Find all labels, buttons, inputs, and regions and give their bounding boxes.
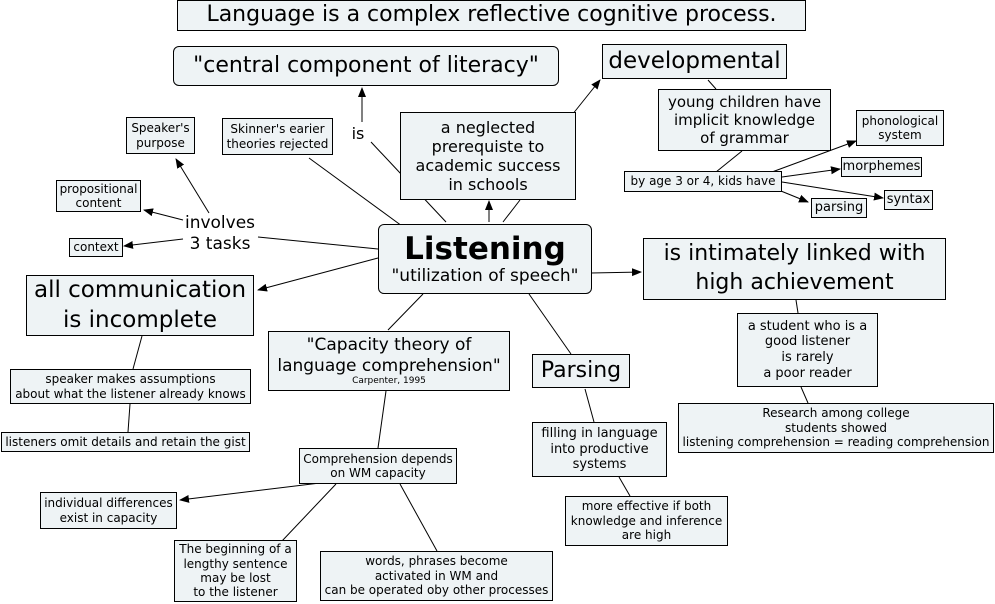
listening-subtitle: "utilization of speech": [391, 265, 579, 286]
capacity-theory-citation: Carpenter, 1995: [352, 375, 426, 386]
arrow-syntax: [781, 181, 884, 201]
link-involves: [257, 236, 379, 250]
neglected-node: a neglected prerequiste to academic succ…: [400, 112, 576, 200]
filling-in-node: filling in language into productive syst…: [532, 422, 667, 477]
good-listener-node: a student who is a good listener is rare…: [737, 313, 878, 387]
context-node: context: [69, 238, 123, 257]
research-node: Research among college students showed l…: [678, 403, 994, 453]
arrow-context: [123, 238, 184, 249]
comprehension-depends-node: Comprehension depends on WM capacity: [299, 448, 457, 484]
parsing-node: Parsing: [532, 354, 630, 388]
link-speaker-assumptions: [132, 335, 143, 370]
morphemes-node: morphemes: [841, 157, 922, 177]
link-by-age: [715, 150, 743, 173]
arrow-phonological: [771, 140, 857, 173]
capacity-theory-title: "Capacity theory of language comprehensi…: [277, 335, 501, 376]
all-communication-node: all communication is incomplete: [26, 275, 254, 336]
syntax-node: syntax: [884, 190, 933, 210]
young-children-node: young children have implicit knowledge o…: [658, 89, 831, 151]
listening-node: Listening "utilization of speech": [378, 224, 592, 294]
is-label: is: [351, 124, 365, 144]
listening-title: Listening: [404, 230, 566, 267]
central-component-node: "central component of literacy": [173, 46, 559, 86]
link-neglected-right: [502, 199, 521, 223]
beginning-sentence-node: The beginning of a lengthy sentence may …: [174, 540, 297, 602]
intimately-linked-node: is intimately linked with high achieveme…: [643, 238, 946, 300]
link-more-effective: [618, 476, 631, 497]
arrow-propositional: [143, 208, 184, 221]
more-effective-node: more effective if both knowledge and inf…: [565, 496, 728, 546]
link-capacity-theory: [387, 293, 424, 331]
arrow-all-communication: [257, 257, 379, 292]
link-skinner: [308, 157, 403, 227]
arrow-morphemes: [781, 166, 841, 178]
speaker-assumptions-node: speaker makes assumptions about what the…: [10, 369, 251, 404]
involves-label: involves 3 tasks: [184, 213, 256, 254]
link-good-listener: [795, 299, 799, 314]
by-age-node: by age 3 or 4, kids have: [624, 171, 782, 192]
propositional-content-node: propositional content: [56, 180, 141, 212]
individual-differences-node: individual differences exist in capacity: [40, 492, 177, 529]
arrow-speakers-purpose: [175, 158, 210, 214]
link-research: [800, 386, 809, 404]
listeners-omit-node: listeners omit details and retain the gi…: [1, 432, 250, 452]
arrow-individual-differences: [179, 482, 321, 503]
skinner-node: Skinner's earier theories rejected: [222, 118, 333, 155]
link-young-children: [707, 79, 717, 90]
link-words-phrases: [399, 483, 438, 552]
link-listeners-omit: [127, 403, 131, 433]
speakers-purpose-node: Speaker's purpose: [126, 117, 195, 154]
phonological-node: phonological system: [856, 110, 944, 146]
link-filling-in: [584, 388, 595, 423]
map-title: Language is a complex reflective cogniti…: [177, 0, 806, 31]
capacity-theory-node: "Capacity theory of language comprehensi…: [268, 331, 510, 391]
developmental-node: developmental: [602, 44, 787, 79]
link-beginning-sentence: [281, 483, 337, 542]
arrow-developmental: [571, 79, 601, 116]
link-parsing: [528, 293, 572, 355]
words-phrases-node: words, phrases become activated in WM an…: [320, 551, 553, 601]
link-comprehension-depends: [377, 390, 387, 449]
parsing-small-node: parsing: [811, 198, 867, 218]
arrow-intimately-linked: [590, 268, 642, 277]
